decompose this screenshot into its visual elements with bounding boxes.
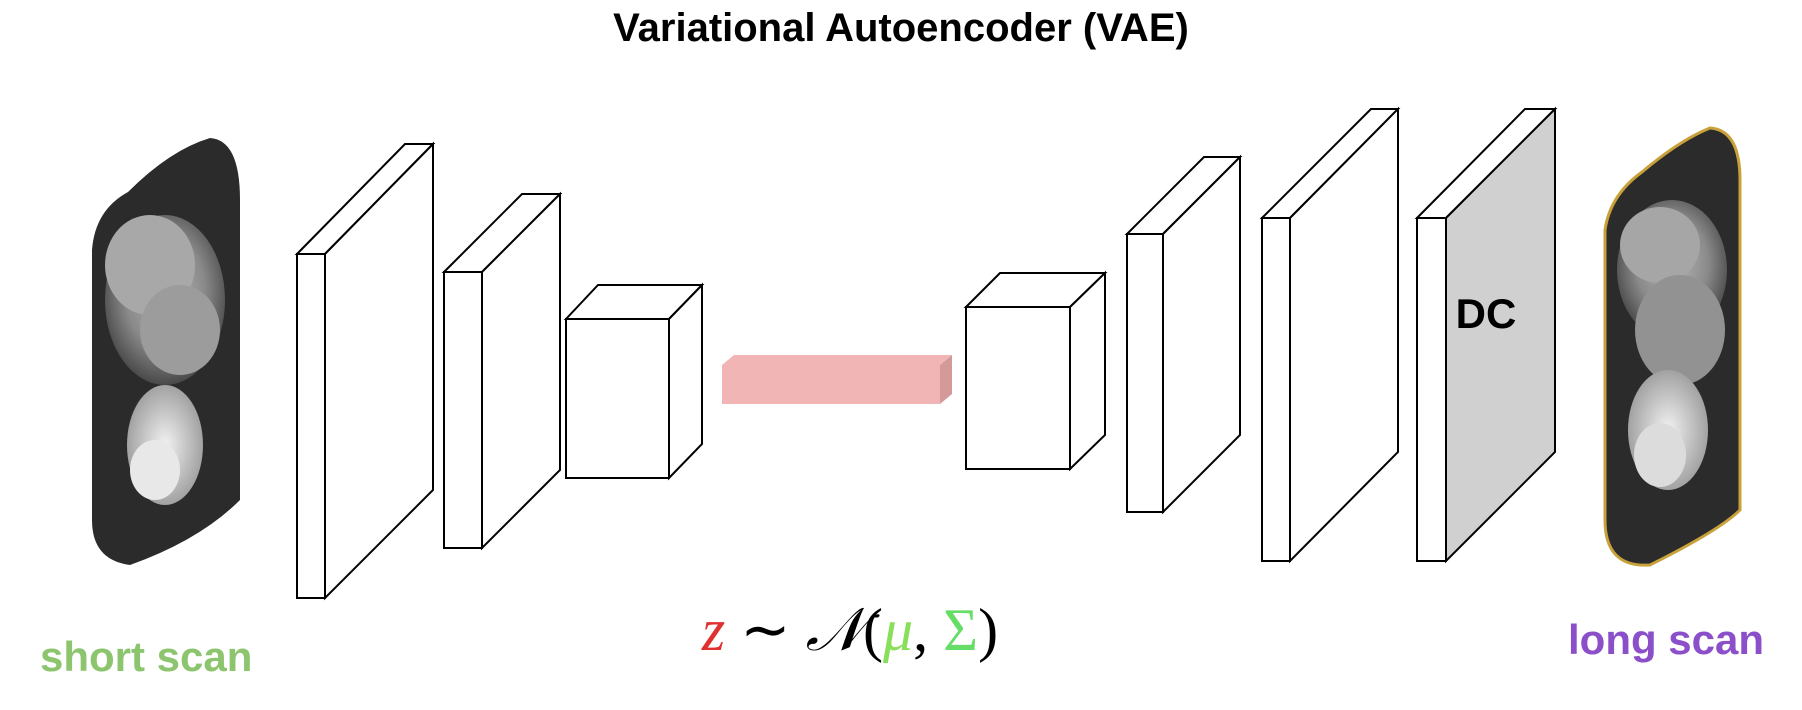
formula-relation: ∼ [740,597,791,663]
formula-variable: z [701,597,726,663]
input-scan-image [92,138,240,565]
diagram-title: Variational Autoencoder (VAE) [613,6,1189,50]
latent-formula: z ∼ 𝒩(μ, Σ) [650,595,1050,665]
formula-close-paren: ) [978,597,999,663]
formula-open-paren: ( [863,597,884,663]
decoder-layer-2 [1124,154,1243,515]
encoder-layer-2 [441,191,563,551]
output-scan-image [1603,126,1742,567]
decoder-layer-1 [963,270,1108,472]
formula-covariance: Σ [943,597,979,663]
encoder-layer-1 [294,141,436,601]
formula-distribution: 𝒩 [805,595,864,665]
formula-comma: , [913,597,929,663]
dc-label: DC [1456,290,1517,337]
input-label: short scan [40,633,253,680]
output-label: long scan [1568,616,1765,663]
formula-mean: μ [883,597,914,663]
dc-layer: DC [1414,106,1558,564]
latent-vector [722,355,952,404]
encoder-layer-3 [563,282,705,481]
decoder-layer-3 [1259,106,1401,564]
